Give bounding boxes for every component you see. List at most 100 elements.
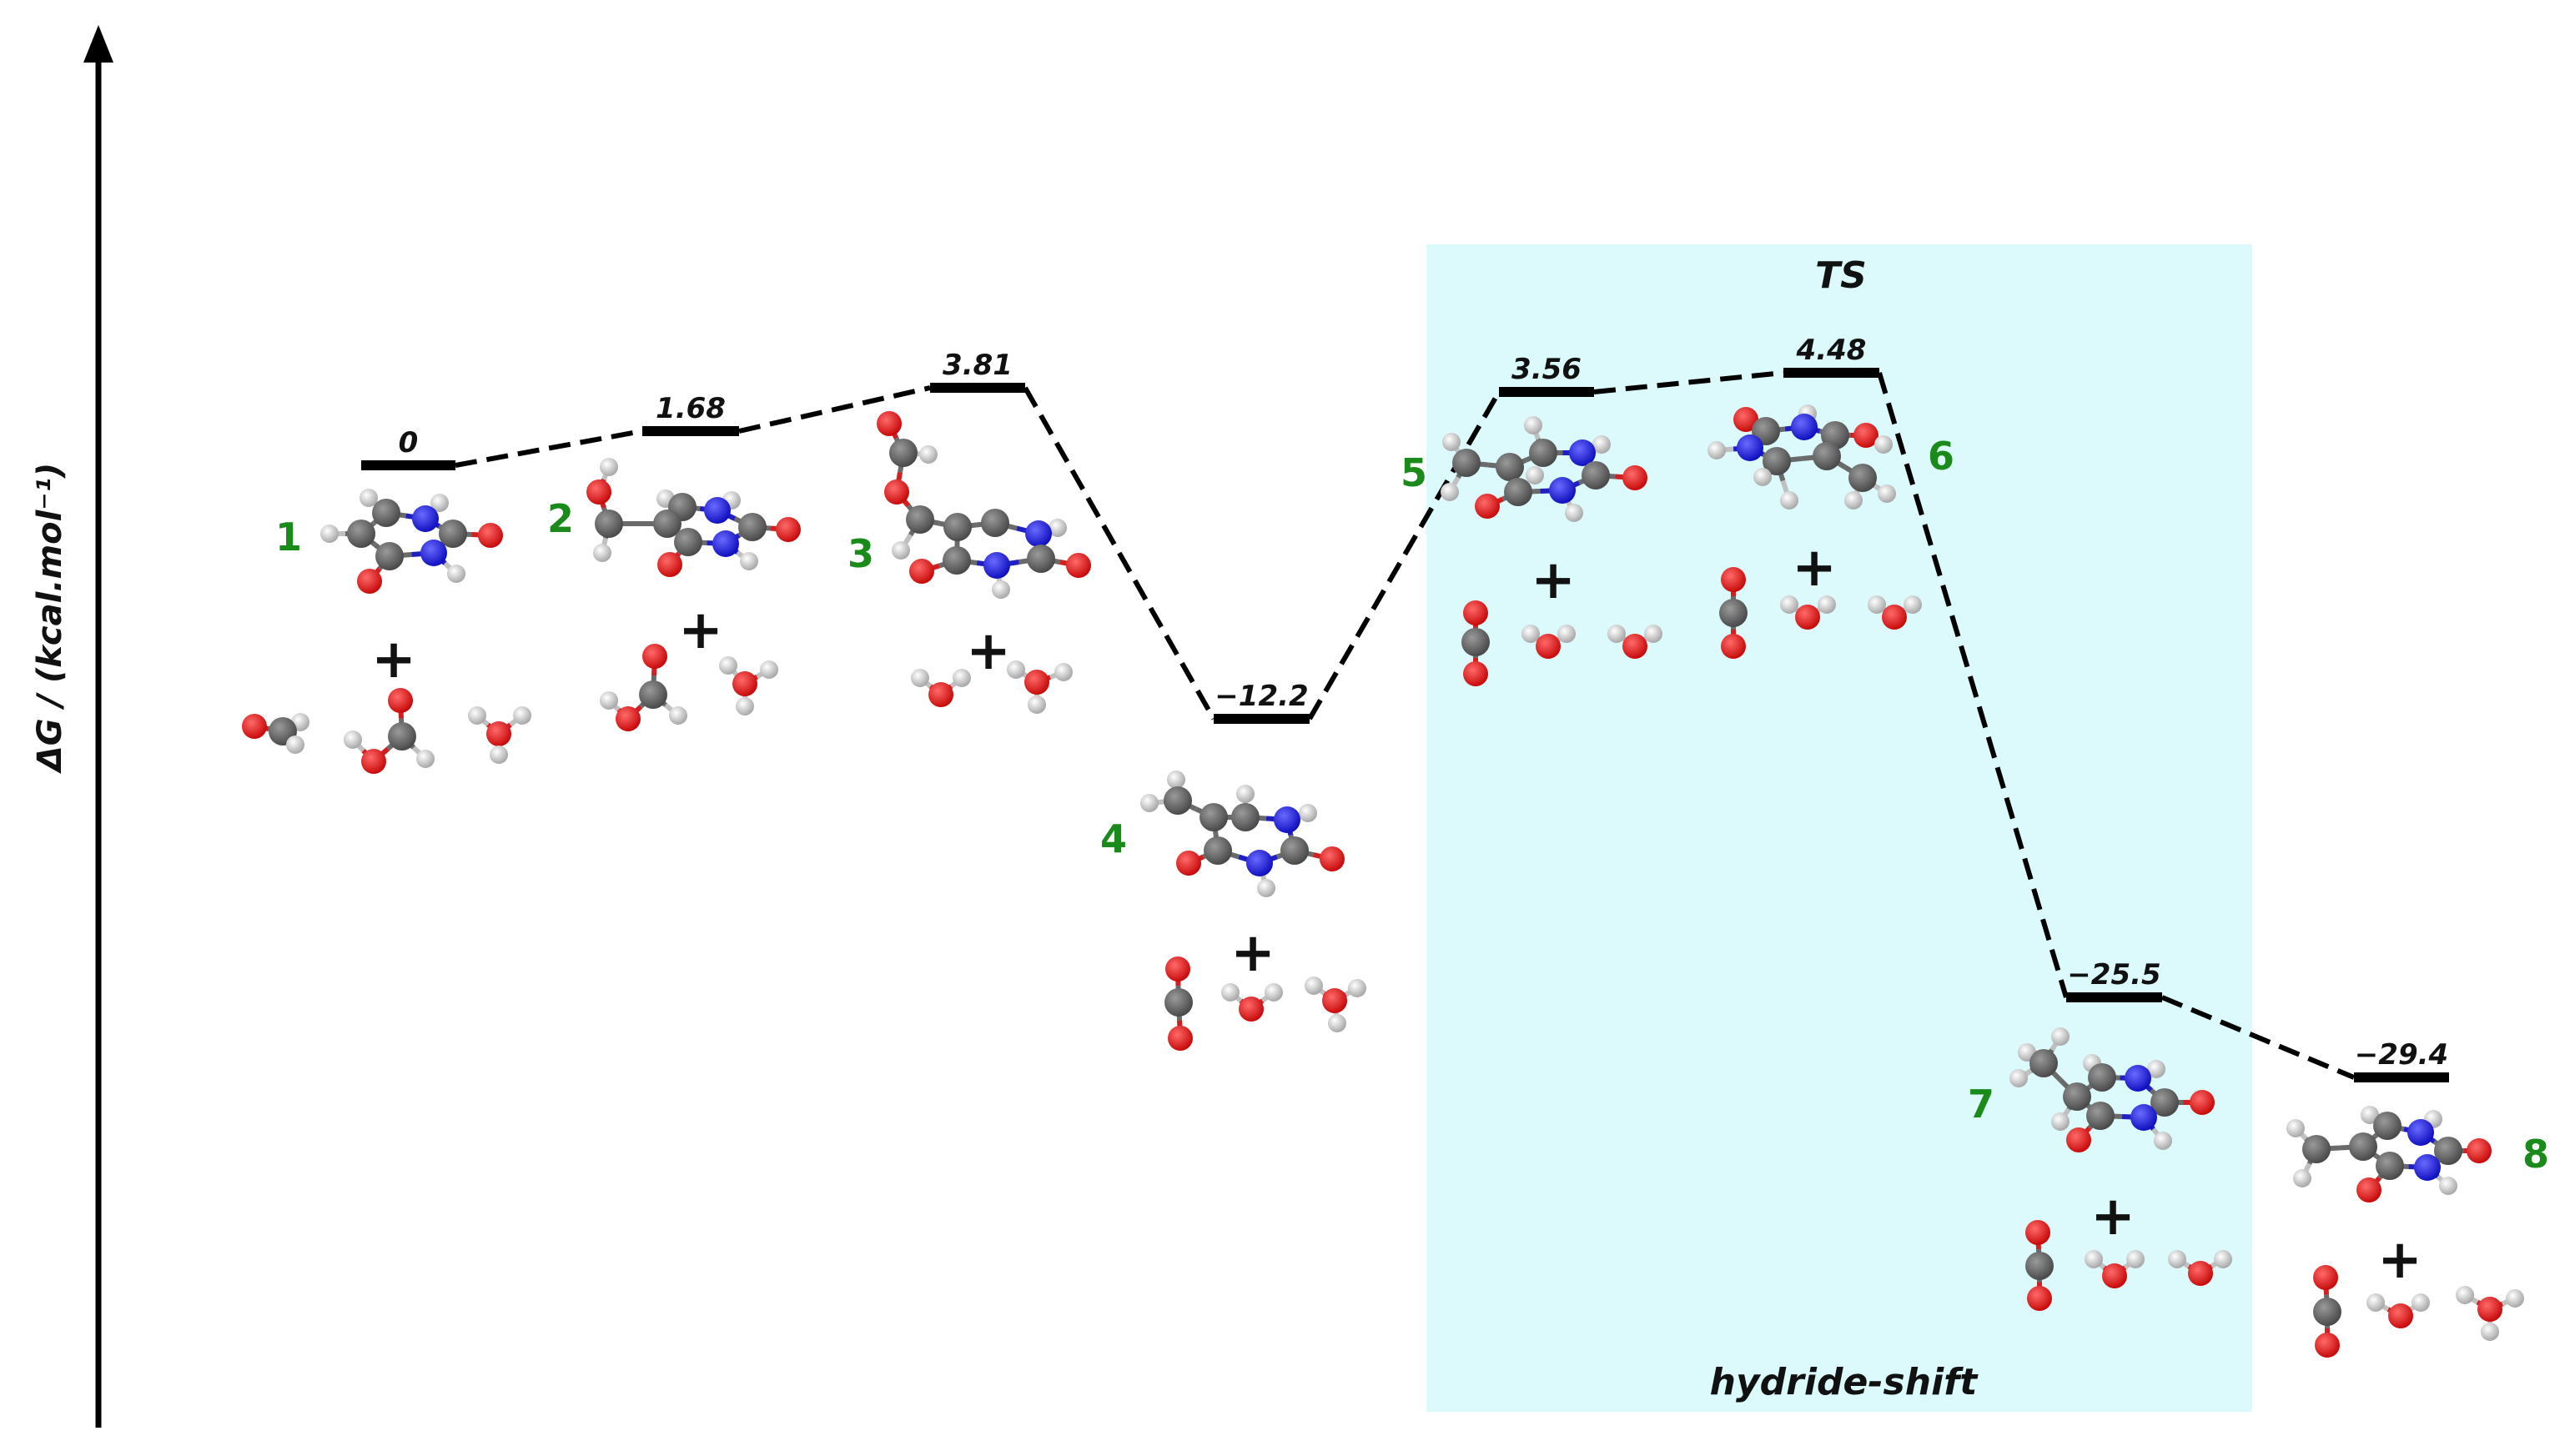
atom-carbon xyxy=(1529,439,1557,467)
atom-carbon xyxy=(439,520,467,548)
atom-carbon xyxy=(1204,836,1232,865)
energy-value-label: 4.48 xyxy=(1796,334,1867,367)
atom-hydrogen xyxy=(1236,785,1255,803)
atom-hydrogen xyxy=(1565,504,1583,522)
plus-sign: + xyxy=(678,600,723,661)
atom-hydrogen xyxy=(513,706,531,725)
atom-oxygen xyxy=(1882,605,1907,630)
atom-hydrogen xyxy=(2147,1060,2165,1078)
atom-carbon xyxy=(2349,1132,2377,1161)
atom-hydrogen xyxy=(286,736,304,754)
atom-carbon xyxy=(2150,1088,2179,1117)
atom-hydrogen xyxy=(2154,1132,2172,1150)
arrow-up-icon xyxy=(83,25,113,63)
atom-nitrogen xyxy=(1549,477,1576,504)
atom-nitrogen xyxy=(1246,850,1273,876)
atom-hydrogen xyxy=(447,565,465,583)
atom-oxygen xyxy=(2025,1220,2050,1245)
atom-carbon xyxy=(347,520,375,548)
atom-hydrogen xyxy=(892,541,910,560)
atom-carbon xyxy=(674,528,702,556)
atom-hydrogen xyxy=(2009,1069,2028,1087)
atom-hydrogen xyxy=(416,750,435,768)
atom-nitrogen xyxy=(412,505,439,532)
atom-hydrogen xyxy=(2412,1293,2430,1312)
atom-carbon xyxy=(889,439,918,467)
connector-lines xyxy=(455,370,2356,1080)
plus-sign: + xyxy=(2377,1229,2422,1291)
atom-hydrogen xyxy=(1007,660,1025,679)
atom-oxygen xyxy=(1536,634,1561,659)
atom-hydrogen xyxy=(320,525,339,543)
atom-oxygen xyxy=(242,714,267,739)
atom-hydrogen xyxy=(344,731,362,749)
compound-number-label: 3 xyxy=(847,531,874,576)
atom-carbon xyxy=(1164,786,1192,815)
compound-7: 7+ xyxy=(1968,1027,2232,1311)
atom-oxygen xyxy=(776,517,801,542)
atom-nitrogen xyxy=(1791,414,1818,440)
plus-sign: + xyxy=(1792,537,1837,599)
atom-hydrogen xyxy=(1328,1014,1346,1032)
atom-nitrogen xyxy=(2125,1065,2151,1092)
atom-carbon xyxy=(943,513,972,541)
atom-hydrogen xyxy=(1780,491,1798,510)
atom-hydrogen xyxy=(430,494,449,512)
atom-hydrogen xyxy=(2361,1106,2379,1124)
compound-number-label: 7 xyxy=(1968,1082,1994,1127)
atom-nitrogen xyxy=(420,540,447,566)
compound-number-label: 1 xyxy=(275,515,302,560)
atom-nitrogen xyxy=(2414,1154,2441,1181)
atom-oxygen xyxy=(1024,670,1049,695)
atom-hydrogen xyxy=(600,458,618,476)
atom-oxygen xyxy=(2102,1263,2127,1288)
atom-hydrogen xyxy=(1441,483,1459,501)
atom-oxygen xyxy=(877,411,902,436)
atom-hydrogen xyxy=(1028,695,1046,714)
atom-oxygen xyxy=(2477,1297,2502,1322)
atom-hydrogen xyxy=(1868,595,1886,614)
compound-number-label: 8 xyxy=(2522,1132,2549,1177)
atom-carbon xyxy=(1813,442,1841,470)
plus-sign: + xyxy=(371,629,416,690)
atom-hydrogen xyxy=(360,489,378,507)
connector-line xyxy=(2160,995,2356,1080)
atom-oxygen xyxy=(1795,605,1820,630)
atom-hydrogen xyxy=(2085,1250,2103,1268)
atom-carbon xyxy=(2029,1049,2058,1077)
atom-oxygen xyxy=(1322,988,1347,1013)
atom-nitrogen xyxy=(1569,439,1596,466)
atom-oxygen xyxy=(2027,1286,2052,1311)
atom-carbon xyxy=(1280,836,1309,865)
compound-8: 8+ xyxy=(2286,1106,2549,1358)
atom-hydrogen xyxy=(468,706,486,725)
atom-carbon xyxy=(375,542,404,570)
connector-line xyxy=(738,385,931,434)
atom-carbon xyxy=(388,722,416,751)
compound-4: 4+ xyxy=(1100,771,1366,1051)
atom-oxygen xyxy=(2188,1261,2213,1286)
atom-oxygen xyxy=(657,552,682,577)
atom-hydrogen xyxy=(1904,595,1922,614)
atom-oxygen xyxy=(642,644,667,669)
atom-nitrogen xyxy=(1737,434,1763,461)
atom-hydrogen xyxy=(2214,1250,2232,1268)
atom-oxygen xyxy=(1622,634,1647,659)
atom-hydrogen xyxy=(593,544,611,562)
connector-line xyxy=(1877,372,2069,998)
atom-carbon xyxy=(1763,447,1791,475)
atom-hydrogen xyxy=(2293,1169,2311,1187)
atom-carbon xyxy=(2302,1135,2331,1163)
atom-oxygen xyxy=(1320,846,1345,871)
compound-number-label: 5 xyxy=(1401,450,1427,495)
atom-hydrogen xyxy=(1526,466,1544,484)
atom-carbon xyxy=(2434,1137,2462,1165)
atom-oxygen xyxy=(1165,956,1190,982)
atom-oxygen xyxy=(2315,1333,2340,1358)
atom-hydrogen xyxy=(2481,1323,2499,1341)
energy-levels: 01.683.81−12.23.564.48−25.5−29.4 xyxy=(361,334,2449,1082)
atom-carbon xyxy=(2376,1152,2404,1180)
atom-hydrogen xyxy=(736,697,754,715)
atom-hydrogen xyxy=(1305,977,1323,995)
